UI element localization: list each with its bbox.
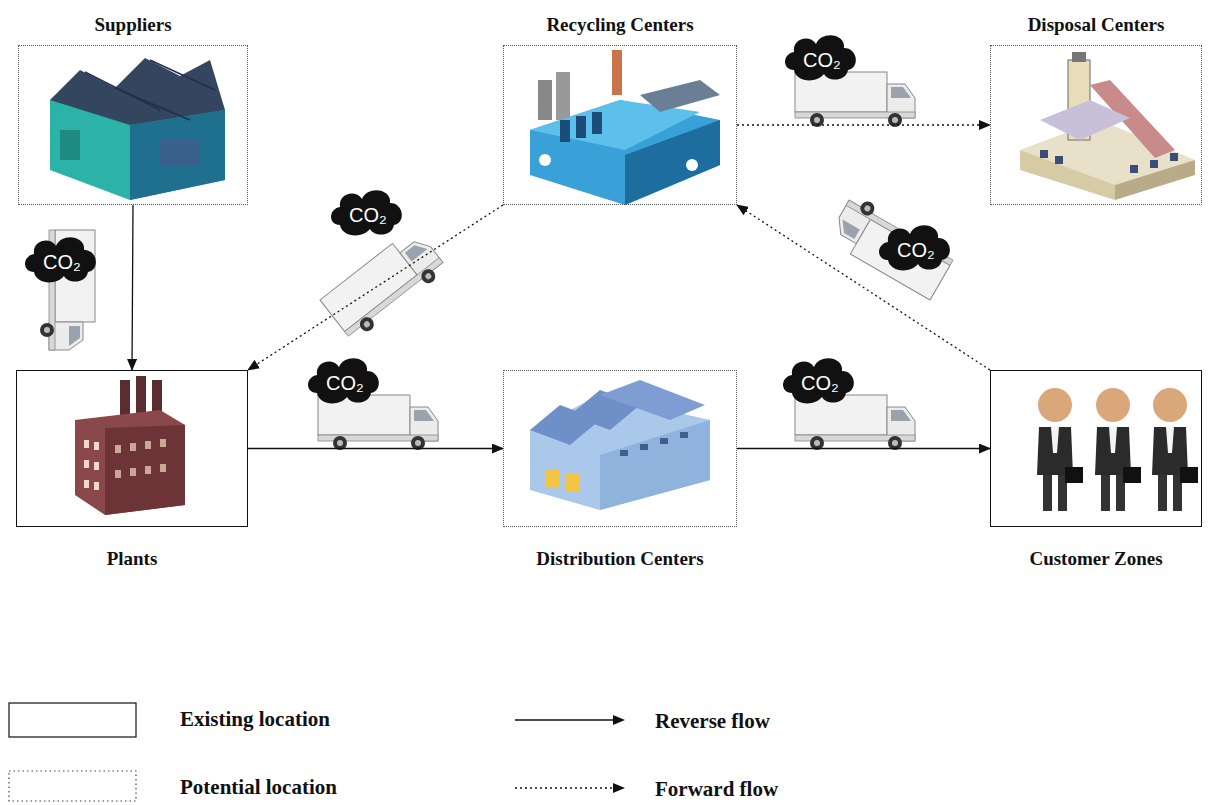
- location-box: Plants: [16, 370, 248, 527]
- flow-arrow: [737, 205, 990, 370]
- flow-arrow: [737, 448, 990, 449]
- legend-text: Existing location: [180, 707, 330, 732]
- emission-label: CO₂: [803, 49, 841, 72]
- legend-dotted-arrow: [515, 787, 615, 788]
- location-box: Recycling Centers: [503, 45, 737, 205]
- location-heading: Disposal Centers: [1028, 14, 1165, 36]
- location-heading: Suppliers: [94, 14, 171, 36]
- emission-label: CO₂: [43, 251, 81, 274]
- location-heading: Distribution Centers: [536, 548, 703, 570]
- legend-text: Reverse flow: [655, 709, 770, 734]
- flow-arrow: [248, 205, 503, 370]
- location-heading: Plants: [107, 548, 158, 570]
- emission-label: CO₂: [801, 372, 839, 395]
- location-heading: Customer Zones: [1029, 548, 1162, 570]
- flow-arrow: [737, 124, 990, 125]
- location-box: Suppliers: [18, 45, 248, 205]
- legend-text: Potential location: [180, 775, 337, 800]
- flow-arrow: [248, 448, 503, 449]
- legend-solid-box: [9, 703, 136, 737]
- location-heading: Recycling Centers: [546, 14, 693, 36]
- emission-label: CO₂: [897, 239, 935, 262]
- location-box: Customer Zones: [990, 370, 1202, 527]
- flow-arrow: [132, 205, 133, 370]
- legend-text: Forward flow: [655, 777, 778, 802]
- emission-label: CO₂: [326, 372, 364, 395]
- location-box: Distribution Centers: [503, 370, 737, 527]
- location-box: Disposal Centers: [990, 45, 1202, 205]
- legend-dotted-box: [9, 771, 136, 801]
- legend-solid-arrow: [515, 719, 615, 720]
- emission-label: CO₂: [349, 204, 387, 227]
